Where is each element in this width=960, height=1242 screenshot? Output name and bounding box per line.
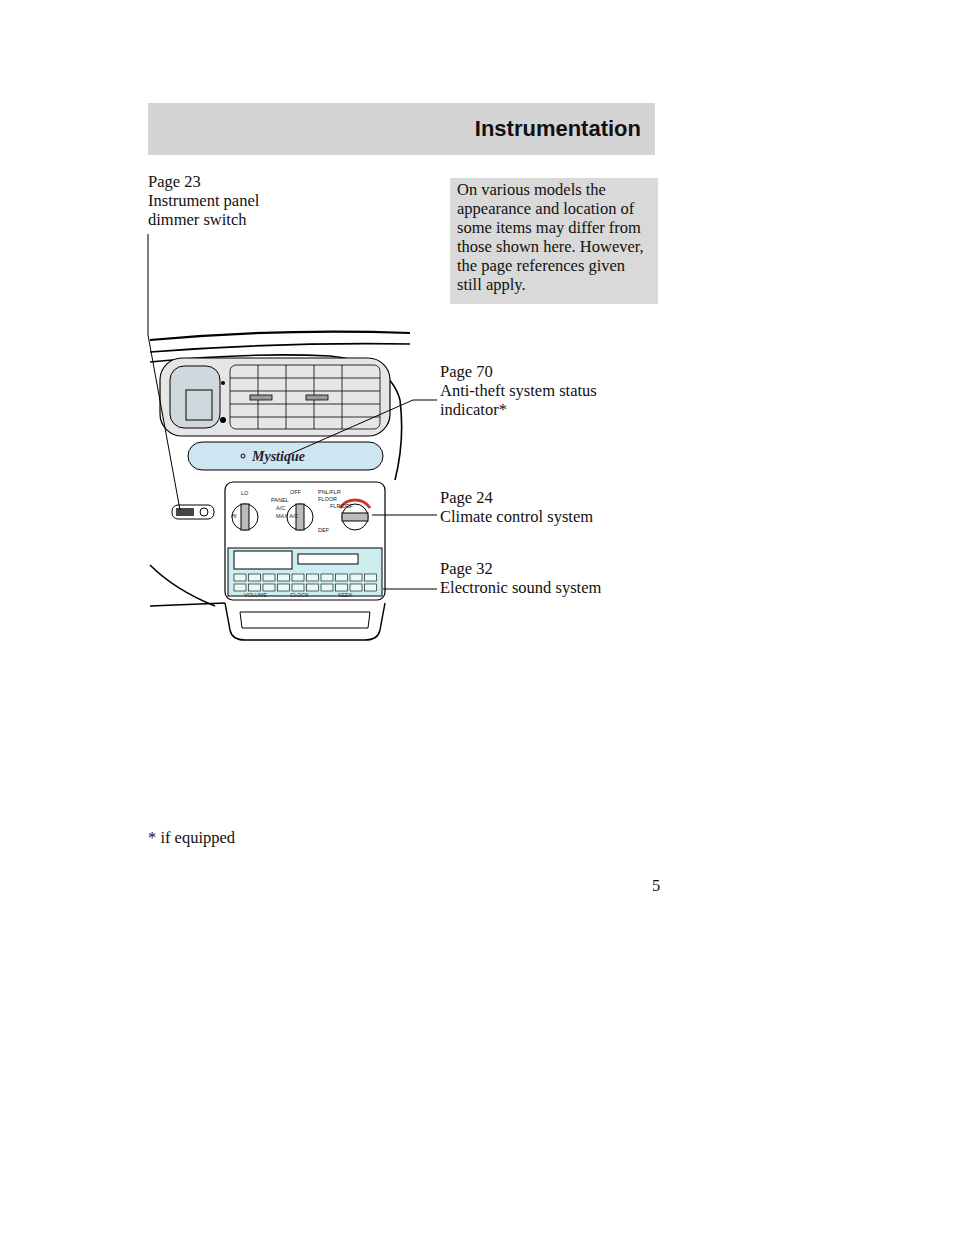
radio-button: [365, 584, 377, 591]
footnote: * if equipped: [148, 828, 235, 847]
callout-page: Page 23: [148, 172, 201, 191]
radio-button: [350, 574, 362, 581]
control-label: MAX A/C: [276, 513, 298, 519]
radio-button: [249, 574, 261, 581]
control-label: FLOOR: [318, 496, 337, 502]
callout-page: Page 32: [440, 559, 493, 578]
badge-text: Mystique: [252, 447, 305, 466]
callout-page: Page 24: [440, 488, 493, 507]
radio-button: [263, 584, 275, 591]
header-band: Instrumentation: [148, 103, 655, 155]
radio-button: [307, 584, 319, 591]
control-label: SEEK: [338, 592, 353, 598]
control-label: VOLUME: [244, 592, 267, 598]
radio-button: [321, 574, 333, 581]
control-label: CLOCK: [290, 592, 309, 598]
radio-button: [292, 584, 304, 591]
control-label: A/C: [276, 505, 285, 511]
radio-button: [234, 584, 246, 591]
callout-text: Anti-theft system status indicator*: [440, 381, 645, 419]
radio-button: [278, 574, 290, 581]
radio-button: [350, 584, 362, 591]
radio-button: [292, 574, 304, 581]
control-label: OFF: [290, 489, 301, 495]
callout-text: Electronic sound system: [440, 578, 601, 597]
control-label: LO: [241, 490, 248, 496]
note-box: On various models the appearance and loc…: [450, 178, 658, 304]
callout-page: Page 70: [440, 362, 493, 381]
radio-button: [336, 574, 348, 581]
control-label: FLR/DEF: [330, 503, 353, 509]
control-label: PNL/FLR: [318, 489, 341, 495]
radio-button: [336, 584, 348, 591]
radio-button: [307, 574, 319, 581]
radio-button: [263, 574, 275, 581]
radio-button: [321, 584, 333, 591]
radio-button: [249, 584, 261, 591]
control-label: DEF: [318, 527, 329, 533]
radio-button: [365, 574, 377, 581]
callout-text: Instrument panel dimmer switch: [148, 191, 288, 229]
page-number: 5: [652, 876, 660, 895]
note-text: On various models the appearance and loc…: [457, 180, 651, 294]
radio-button: [278, 584, 290, 591]
radio-button: [234, 574, 246, 581]
page-title: Instrumentation: [475, 116, 641, 142]
callout-text: Climate control system: [440, 507, 593, 526]
control-label: HI: [231, 513, 237, 519]
control-label: PANEL: [271, 497, 289, 503]
